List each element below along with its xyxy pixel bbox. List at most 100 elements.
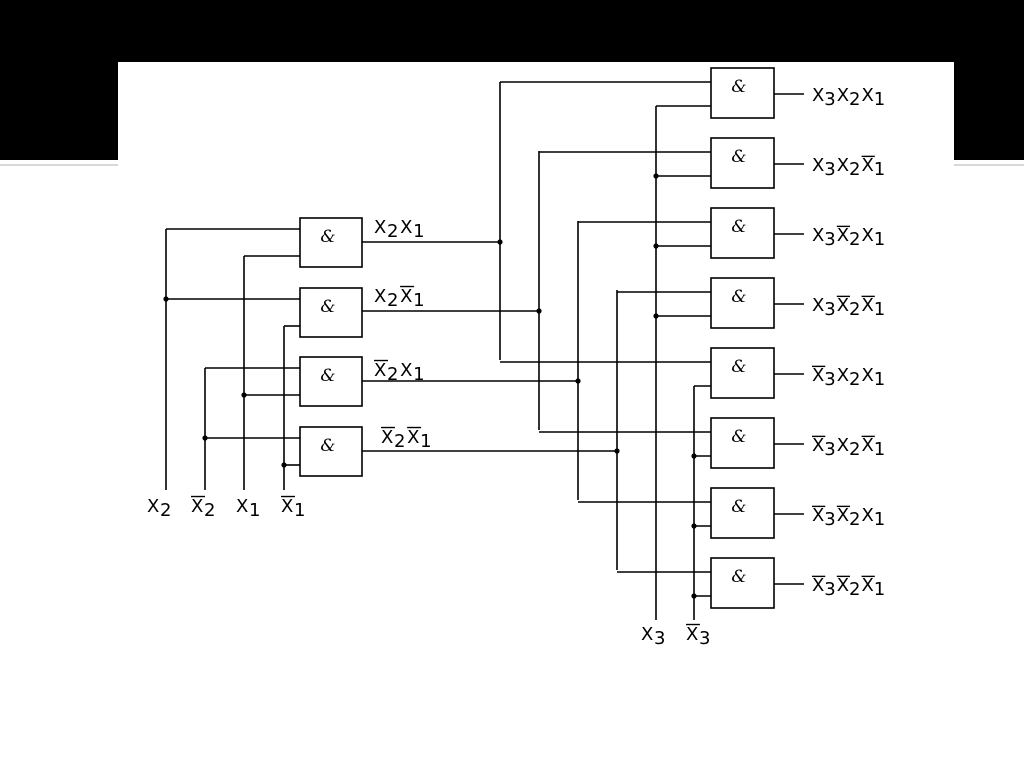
gate-symbol: & <box>320 366 335 386</box>
literal-subscript: 1 <box>420 431 431 452</box>
literal-text: X <box>862 575 874 596</box>
junction-dot <box>536 308 542 314</box>
junction-dot <box>691 453 697 459</box>
literal-text: X <box>862 435 874 456</box>
gate-body <box>710 347 775 399</box>
literal-subscript: 3 <box>699 628 710 649</box>
gate-body <box>710 277 775 329</box>
gate-symbol: & <box>731 77 746 97</box>
gate-symbol: & <box>731 287 746 307</box>
literal-text: X <box>686 624 698 645</box>
gate-symbol: & <box>731 357 746 377</box>
junction-dots <box>163 173 697 599</box>
gate-body <box>710 487 775 539</box>
and-gate-stage1: & <box>299 217 363 268</box>
literal-subscript: 2 <box>160 500 171 521</box>
literal-text: X <box>812 505 824 526</box>
literal-subscript: 1 <box>874 509 885 530</box>
junction-dot <box>281 462 287 468</box>
gate-symbol: & <box>731 147 746 167</box>
literal-text: X <box>837 225 849 246</box>
gate-body <box>710 207 775 259</box>
literal-text: X <box>812 155 824 176</box>
gate-body <box>710 417 775 469</box>
gate-body <box>710 137 775 189</box>
literal-text: X <box>400 286 412 307</box>
literal-subscript: 3 <box>654 628 665 649</box>
literal-text: X <box>191 496 203 517</box>
literal-text: X <box>837 85 849 106</box>
literal-text: X <box>147 496 159 517</box>
literal-subscript: 2 <box>387 221 398 242</box>
junction-dot <box>653 243 659 249</box>
literal-text: X <box>837 435 849 456</box>
literal-text: X <box>236 496 248 517</box>
literal-text: X <box>862 505 874 526</box>
literal-subscript: 3 <box>824 579 835 600</box>
literal-subscript: 1 <box>874 299 885 320</box>
gate-body <box>299 356 363 407</box>
and-gate-stage1: & <box>299 356 363 407</box>
literal-subscript: 2 <box>387 290 398 311</box>
literal-subscript: 1 <box>874 579 885 600</box>
literal-subscript: 2 <box>849 509 860 530</box>
junction-dot <box>575 378 581 384</box>
wires <box>165 81 804 620</box>
literal-text: X <box>812 225 824 246</box>
and-gate-stage2: & <box>710 417 775 469</box>
literal-text: X <box>837 365 849 386</box>
literal-text: X <box>862 85 874 106</box>
gate-symbol: & <box>320 227 335 247</box>
literal-subscript: 1 <box>874 159 885 180</box>
literal-subscript: 3 <box>824 159 835 180</box>
literal-text: X <box>837 295 849 316</box>
junction-dot <box>241 392 247 398</box>
literal-text: X <box>812 435 824 456</box>
junction-dot <box>653 173 659 179</box>
literal-subscript: 2 <box>849 89 860 110</box>
literal-text: X <box>374 217 386 238</box>
gate-symbol: & <box>731 427 746 447</box>
junction-dot <box>691 523 697 529</box>
literal-text: X <box>862 365 874 386</box>
gate-body <box>710 67 775 119</box>
literal-subscript: 1 <box>249 500 260 521</box>
literal-text: X <box>812 85 824 106</box>
gate-body <box>299 287 363 338</box>
junction-dot <box>202 435 208 441</box>
literal-subscript: 2 <box>387 364 398 385</box>
and-gate-stage2: & <box>710 277 775 329</box>
literal-text: X <box>407 427 419 448</box>
literal-text: X <box>837 155 849 176</box>
gate-body <box>299 217 363 268</box>
gate-body <box>710 557 775 609</box>
literal-text: X <box>837 505 849 526</box>
literal-text: X <box>837 575 849 596</box>
literal-text: X <box>381 427 393 448</box>
literal-subscript: 2 <box>849 439 860 460</box>
literal-subscript: 1 <box>413 364 424 385</box>
literal-subscript: 3 <box>824 89 835 110</box>
literal-text: X <box>400 360 412 381</box>
literal-text: X <box>374 360 386 381</box>
gate-symbol: & <box>731 567 746 587</box>
literal-text: X <box>862 155 874 176</box>
literal-text: X <box>862 225 874 246</box>
and-gate-stage1: & <box>299 287 363 338</box>
junction-dot <box>163 296 169 302</box>
literal-subscript: 2 <box>849 229 860 250</box>
gate-symbol: & <box>320 436 335 456</box>
